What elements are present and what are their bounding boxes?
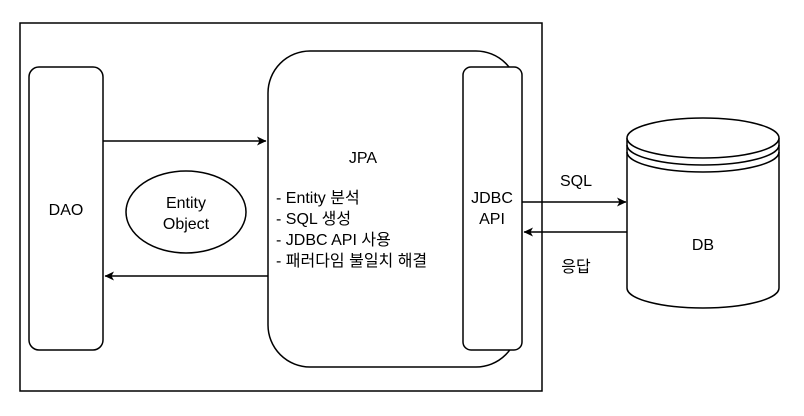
- jdbc-api-label-line2: API: [479, 211, 505, 228]
- application-boundary: [19, 22, 543, 392]
- jpa-feature-entity-analysis: - Entity 분석: [276, 189, 360, 207]
- sql-arrow-label: SQL: [560, 173, 592, 190]
- db-cylinder-ring-1: [626, 144, 780, 166]
- jdbc-api-box: [462, 66, 523, 351]
- jdbc-api-label-line1: JDBC: [471, 190, 513, 207]
- entity-object-ellipse: [125, 170, 247, 254]
- db-cylinder-ring-2: [626, 151, 780, 173]
- jpa-feature-sql-generation: - SQL 생성: [276, 210, 351, 228]
- jpa-feature-jdbc-api-usage: - JDBC API 사용: [276, 231, 391, 249]
- entity-object-label-line1: Entity: [166, 195, 206, 212]
- response-arrow-label: 응답: [561, 258, 591, 276]
- entity-object-label-line2: Object: [163, 216, 210, 233]
- jpa-title: JPA: [349, 150, 377, 167]
- db-cylinder-body: [626, 138, 780, 309]
- dao-box: [28, 66, 104, 351]
- dao-label: DAO: [49, 202, 84, 219]
- jpa-feature-paradigm-mismatch: - 패러다임 불일치 해결: [276, 252, 427, 270]
- db-cylinder: [626, 117, 780, 309]
- db-label: DB: [692, 237, 714, 254]
- db-cylinder-top: [626, 117, 780, 159]
